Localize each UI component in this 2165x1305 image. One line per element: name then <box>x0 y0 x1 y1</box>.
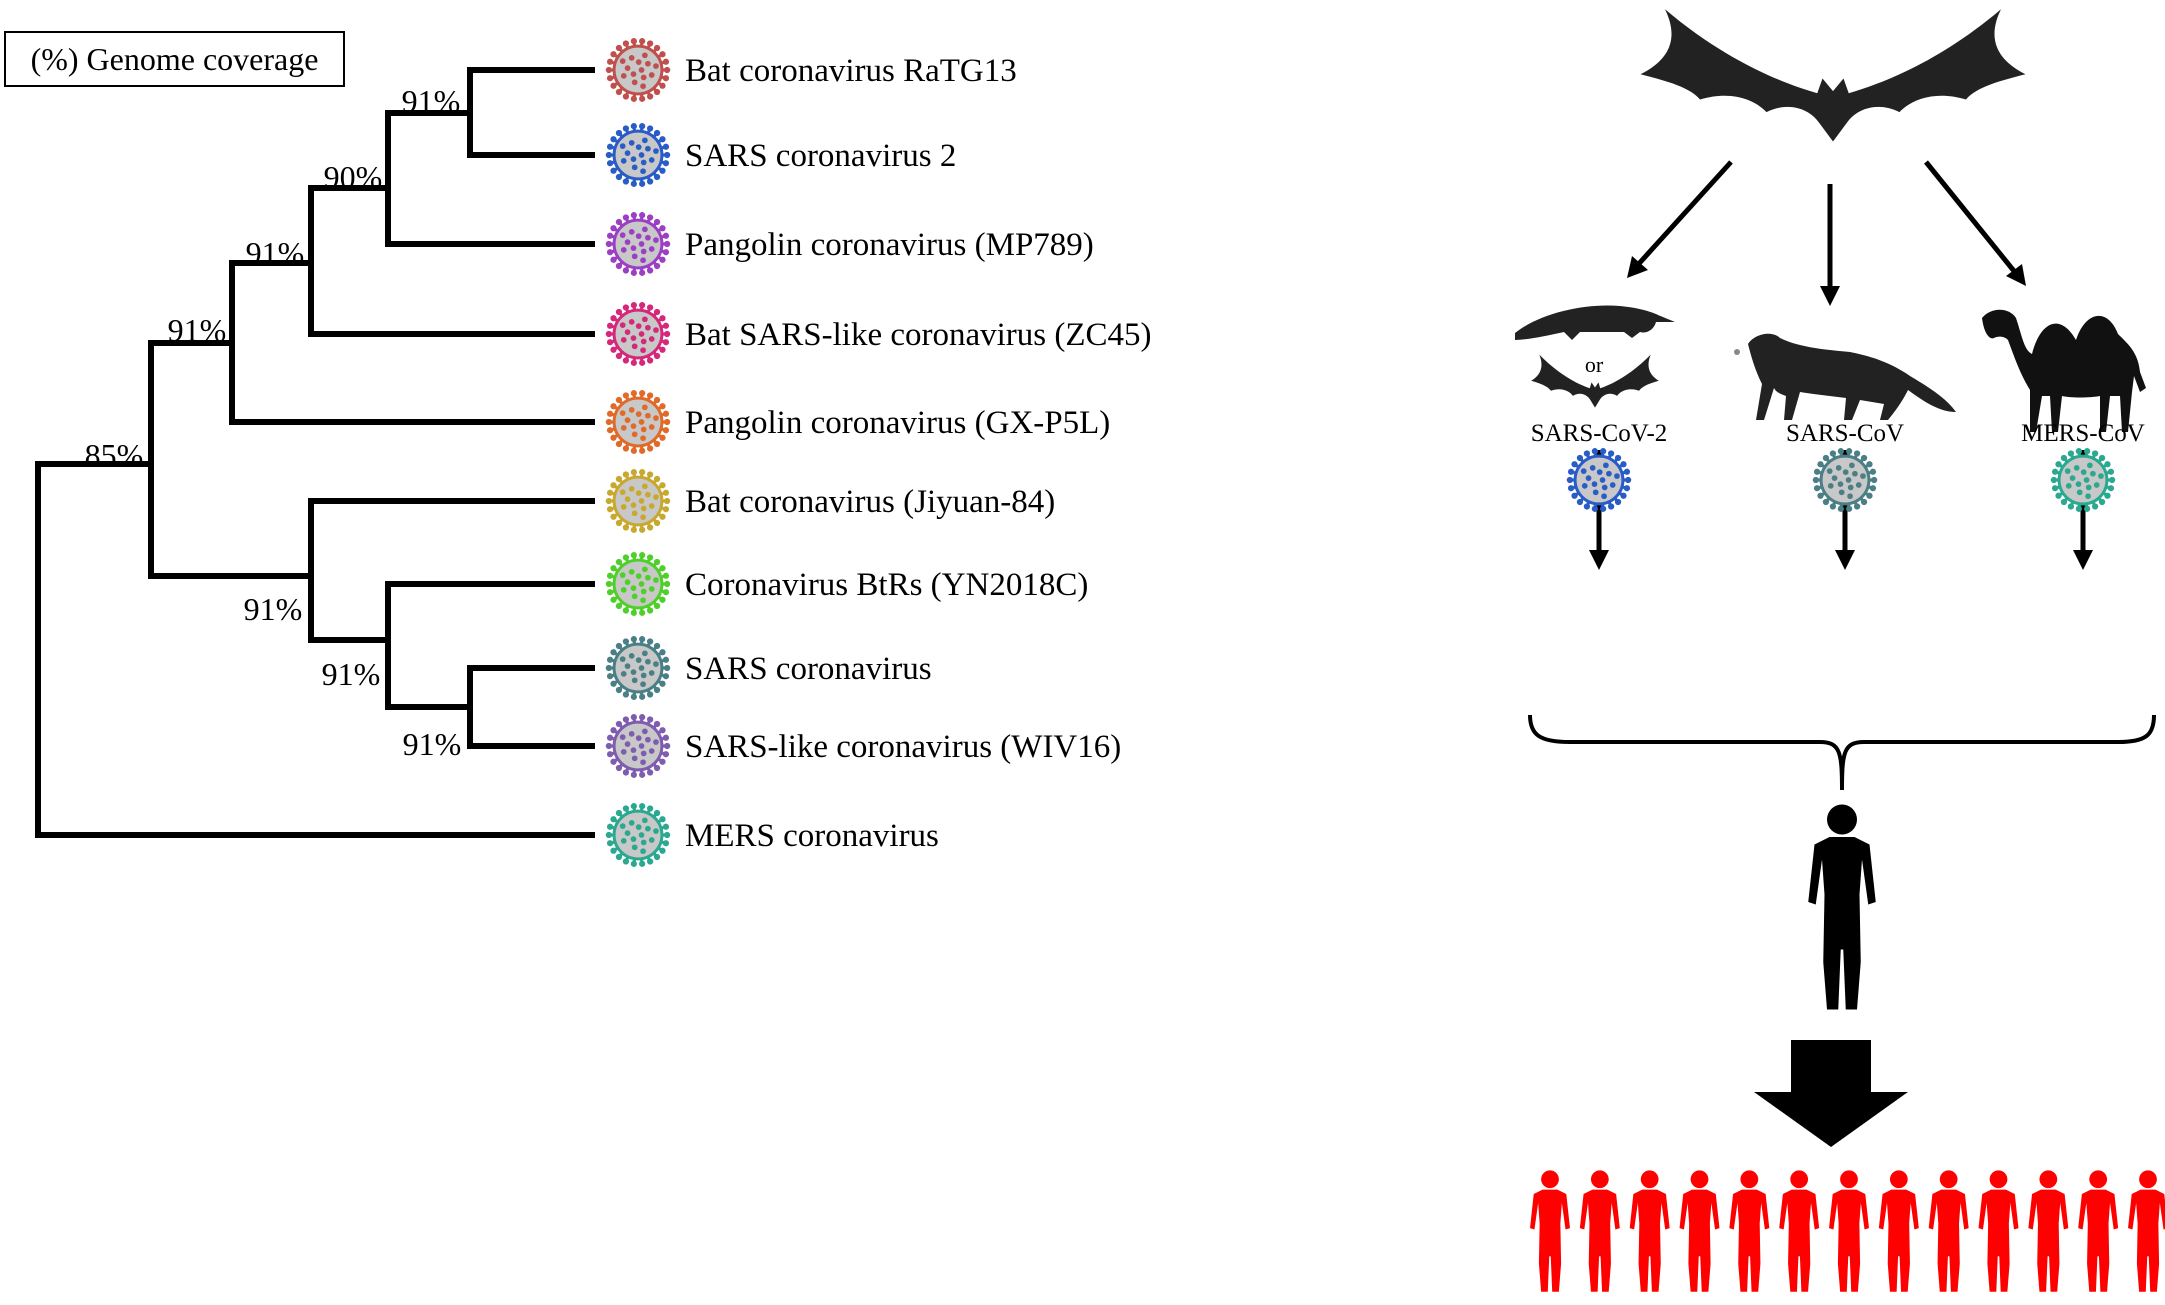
arrow-to-pangolin-icon <box>1633 160 1733 270</box>
camel-icon <box>1982 309 2146 432</box>
phylogenetic-tree <box>35 67 595 838</box>
or-label: or <box>1585 352 1604 377</box>
cov-virus-icon <box>2050 448 2116 512</box>
legend-box: (%) Genome coverage <box>4 31 345 87</box>
support-value-gxp5l-clade: 91% <box>168 312 227 348</box>
curly-brace-icon <box>1528 714 2156 791</box>
civet-icon <box>1748 333 1956 420</box>
taxon-label: Bat coronavirus RaTG13 <box>685 53 1017 89</box>
support-value-yn2018c-clade: 91% <box>322 656 381 692</box>
support-values: 91% 90% 91% 91% 85% 91% 91% 91% <box>85 83 462 762</box>
taxon-label: Pangolin coronavirus (GX-P5L) <box>685 405 1110 441</box>
taxon-label: SARS coronavirus <box>685 651 932 687</box>
support-value-jiyuan-clade: 91% <box>244 591 303 627</box>
infected-person-icon <box>1729 1170 1770 1292</box>
infected-person-icon <box>1679 1170 1720 1292</box>
support-value-zc45-clade: 91% <box>246 235 305 271</box>
virus-icon <box>605 390 671 454</box>
human-icon <box>1808 804 1876 1010</box>
support-value-mp789-clade: 90% <box>324 159 383 195</box>
infected-person-icon <box>1928 1170 1969 1292</box>
taxon-label: Bat coronavirus (Jiyuan-84) <box>685 484 1055 520</box>
transmission-diagram: or SARS-CoV-2 SARS-CoV MERS-CoV <box>1515 9 2165 1292</box>
virus-icon <box>605 38 671 102</box>
population-row <box>1530 1170 2165 1292</box>
infected-person-icon <box>1878 1170 1919 1292</box>
taxon-label: Bat SARS-like coronavirus (ZC45) <box>685 317 1152 353</box>
virus-icon <box>605 212 671 276</box>
cov-label: SARS-CoV <box>1786 420 1904 447</box>
big-down-arrow-icon <box>1754 1040 1908 1147</box>
cov-label: MERS-CoV <box>2021 420 2145 447</box>
infected-person-icon <box>2028 1170 2069 1292</box>
virus-icon <box>605 123 671 187</box>
virus-icon <box>605 714 671 778</box>
infected-person-icon <box>1579 1170 1620 1292</box>
taxon-label: MERS coronavirus <box>685 818 939 854</box>
pangolin-icon <box>1515 305 1675 340</box>
infected-person-icon <box>2078 1170 2119 1292</box>
arrow-to-camel-icon <box>1924 160 2020 278</box>
virus-list: SARS-CoV-2 SARS-CoV MERS-CoV <box>1531 420 2145 512</box>
support-value-ratg13-sars2: 91% <box>402 83 461 119</box>
infected-person-icon <box>2128 1170 2165 1292</box>
bat-reservoir-icon <box>1640 9 2026 142</box>
virus-icon <box>605 803 671 867</box>
virus-icon <box>605 302 671 366</box>
taxon-label: Coronavirus BtRs (YN2018C) <box>685 567 1088 603</box>
civet-nose-icon <box>1734 349 1740 355</box>
cov-virus-icon <box>1566 448 1632 512</box>
virus-icon <box>605 636 671 700</box>
infected-person-icon <box>1829 1170 1869 1292</box>
infected-person-icon <box>1530 1170 1570 1292</box>
virus-icon <box>605 552 671 616</box>
infected-person-icon <box>1779 1170 1820 1292</box>
cov-label: SARS-CoV-2 <box>1531 420 1668 447</box>
support-value-sars-wiv16: 91% <box>403 726 462 762</box>
cov-virus-icon <box>1812 448 1878 512</box>
taxon-label: SARS coronavirus 2 <box>685 138 956 174</box>
infected-person-icon <box>1978 1170 2019 1292</box>
taxon-label: SARS-like coronavirus (WIV16) <box>685 729 1121 765</box>
support-value-root: 85% <box>85 437 144 473</box>
taxon-label: Pangolin coronavirus (MP789) <box>685 227 1094 263</box>
legend-label: (%) Genome coverage <box>30 41 319 77</box>
infected-person-icon <box>1629 1170 1670 1292</box>
virus-icon <box>605 469 671 533</box>
